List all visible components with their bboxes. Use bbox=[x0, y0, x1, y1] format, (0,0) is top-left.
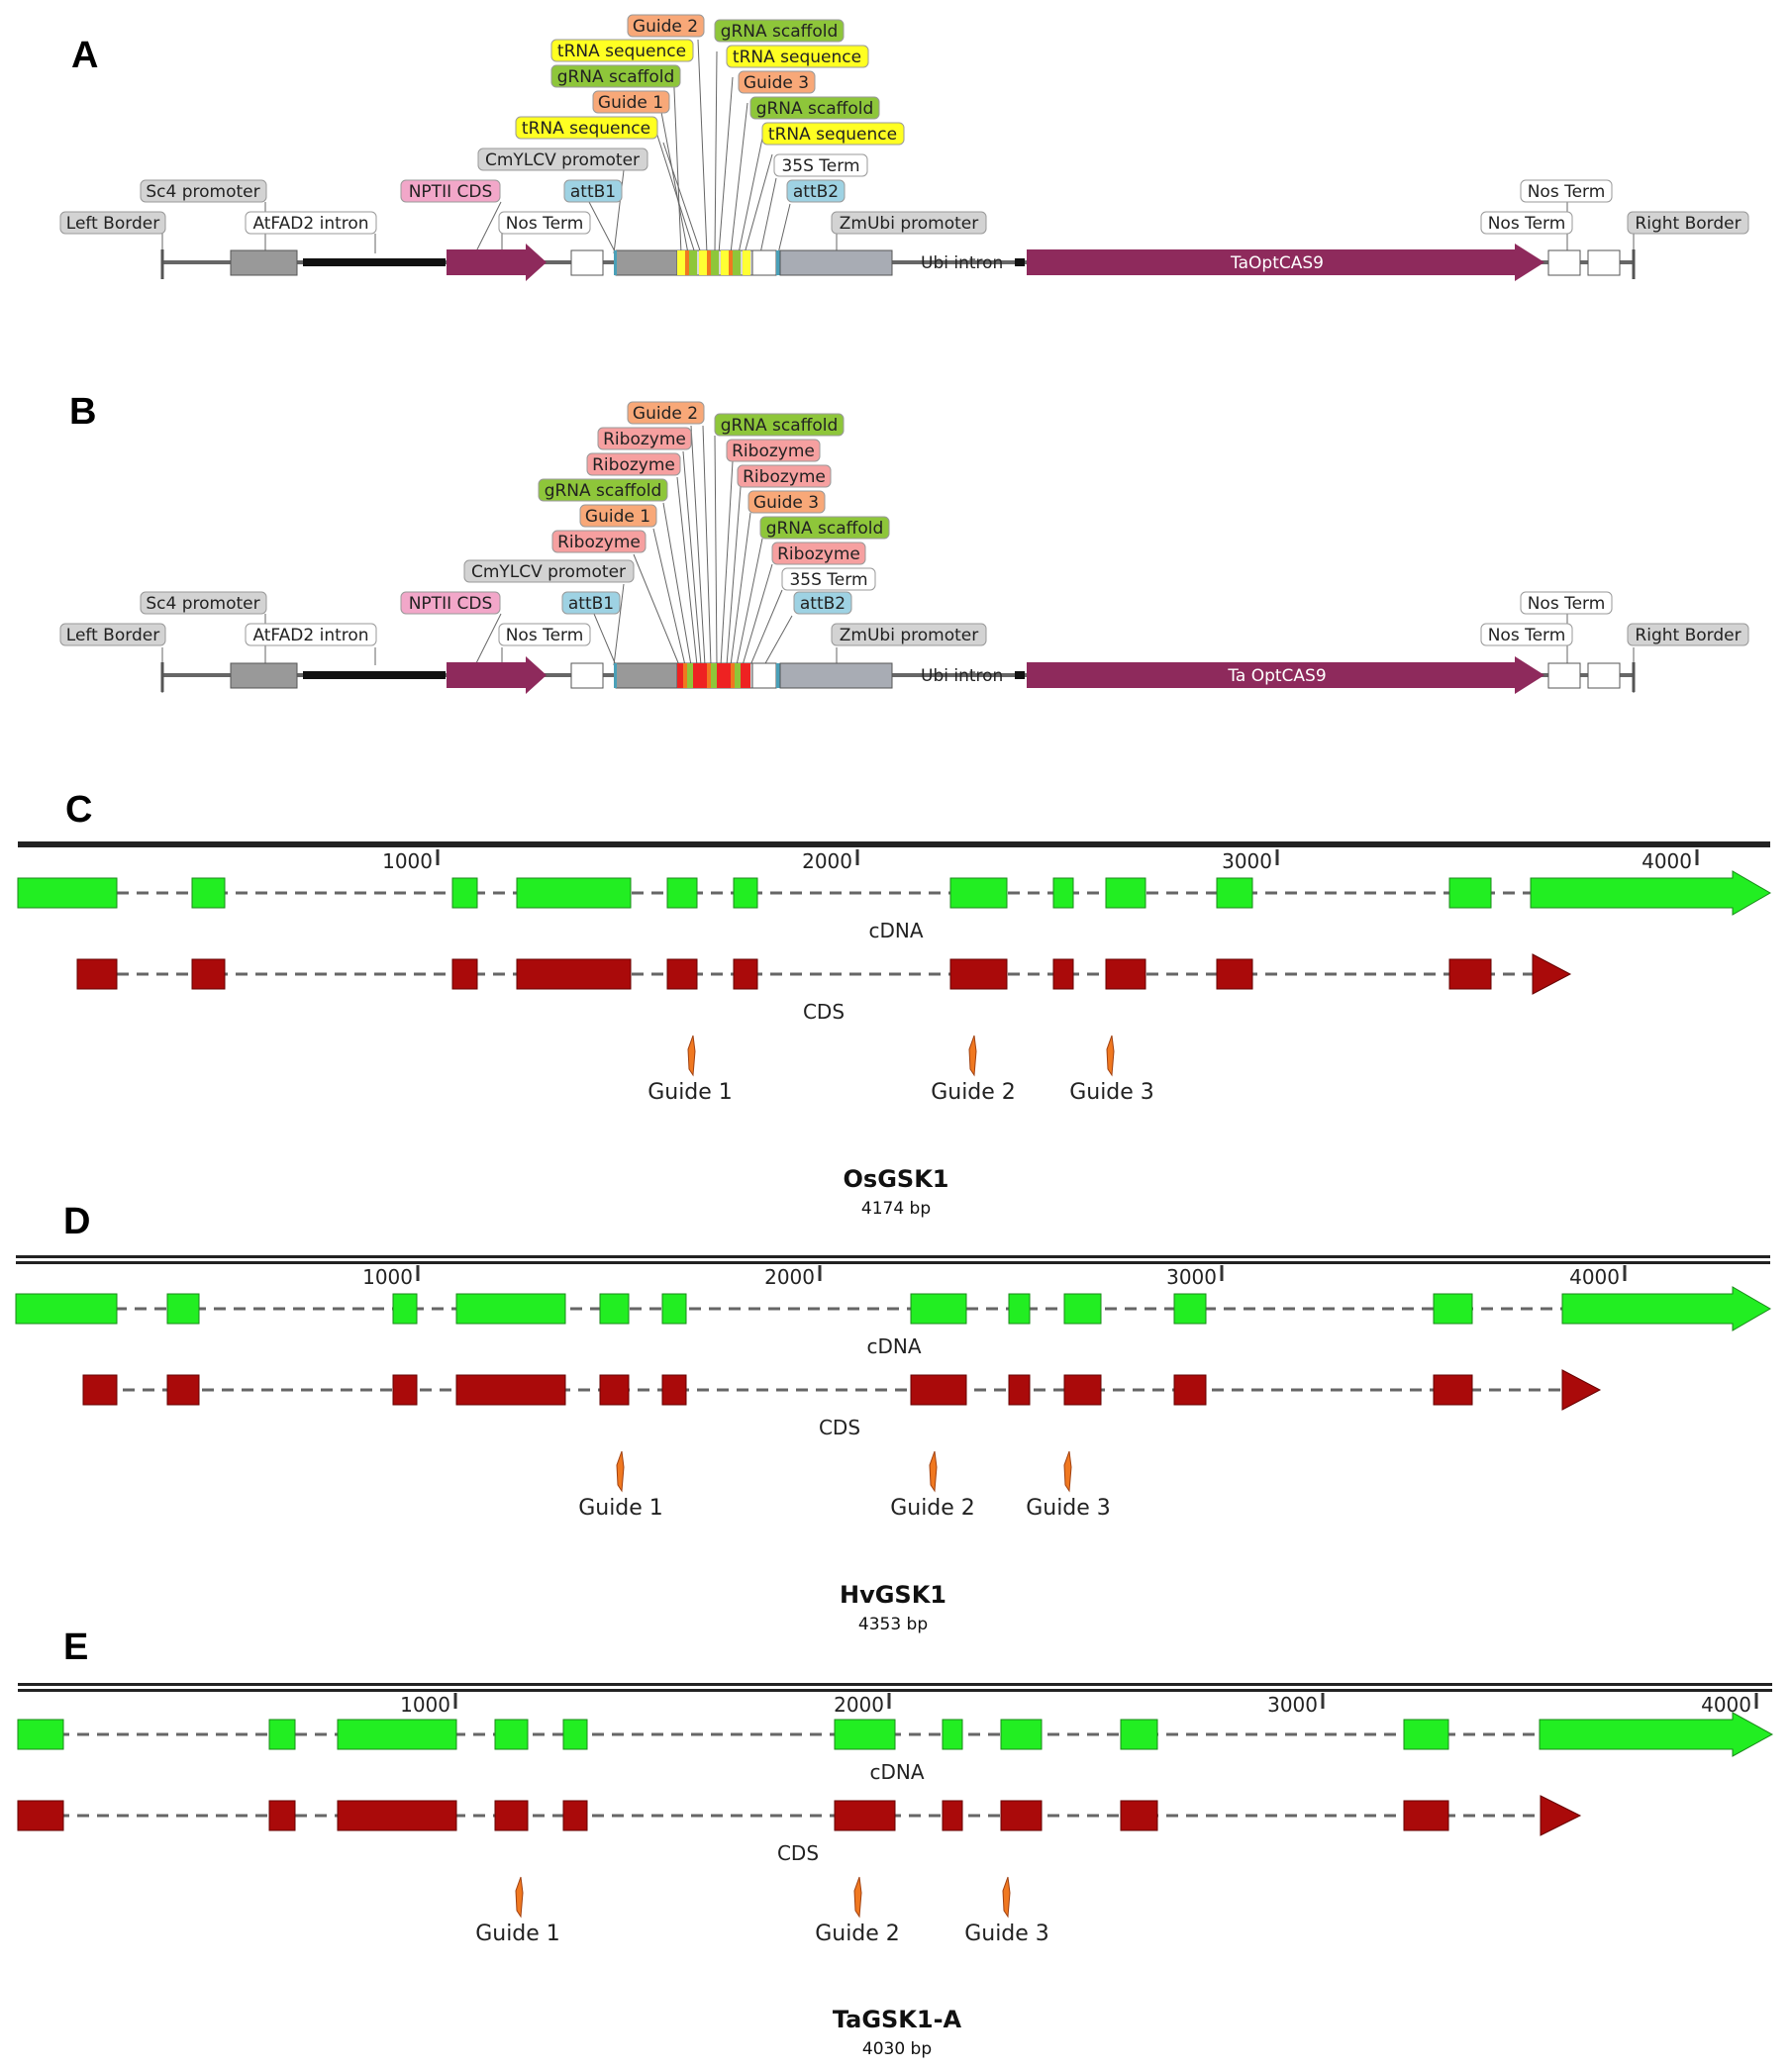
ribozyme-5-label-b: Ribozyme bbox=[743, 467, 826, 487]
guide-1-label-e: Guide 1 bbox=[475, 1922, 560, 1946]
nos-term-2-label-a: Nos Term bbox=[1528, 182, 1606, 202]
grna-3-label-a: gRNA scaffold bbox=[756, 99, 874, 119]
nptii-cds-label-a: NPTII CDS bbox=[409, 182, 493, 202]
ubi-intron-label-b: Ubi intron bbox=[921, 666, 1003, 686]
tick-3000-d: 3000 bbox=[1166, 1265, 1217, 1289]
guide-3-label-c: Guide 3 bbox=[1069, 1080, 1154, 1105]
construct-b: Ta OptCAS9 Ubi intron Left Border Sc4 pr… bbox=[59, 401, 1749, 694]
trna-2-label-a: tRNA sequence bbox=[557, 42, 686, 61]
right-border-label-a: Right Border bbox=[1635, 214, 1741, 234]
sc4-promoter-label-a: Sc4 promoter bbox=[146, 182, 259, 202]
guide-2-label-d: Guide 2 bbox=[890, 1496, 975, 1521]
tick-2000-c: 2000 bbox=[802, 849, 852, 873]
tick-3000-e: 3000 bbox=[1267, 1693, 1318, 1717]
nos-term-1-label-b: Nos Term bbox=[506, 626, 584, 645]
zmubi-promoter-label-b: ZmUbi promoter bbox=[840, 626, 978, 645]
gene-name-c: OsGSK1 bbox=[844, 1165, 949, 1193]
panel-e-letter: E bbox=[63, 1627, 88, 1668]
attb2-label-a: attB2 bbox=[793, 182, 839, 202]
construct-b-labels: Left Border Sc4 promoter AtFAD2 intron N… bbox=[59, 401, 1749, 646]
tick-1000-d: 1000 bbox=[362, 1265, 413, 1289]
cdna-label-c: cDNA bbox=[868, 919, 923, 942]
cas9-label-a: TaOptCAS9 bbox=[1230, 253, 1324, 273]
tick-4000-e: 4000 bbox=[1701, 1693, 1751, 1717]
gene-length-e: 4030 bp bbox=[862, 2039, 932, 2059]
35s-term-label-b: 35S Term bbox=[789, 570, 867, 590]
panel-b-letter: B bbox=[69, 391, 96, 433]
35s-term-label-a: 35S Term bbox=[781, 156, 859, 176]
construct-a: TaOptCAS9 Ubi intron Left Border Sc4 pro… bbox=[59, 14, 1749, 281]
guide-2-label-e: Guide 2 bbox=[815, 1922, 900, 1946]
ribozyme-2-label-b: Ribozyme bbox=[592, 455, 675, 475]
nos-term-2-label-b: Nos Term bbox=[1528, 594, 1606, 614]
zmubi-promoter-label-a: ZmUbi promoter bbox=[840, 214, 978, 234]
grna-3-label-b: gRNA scaffold bbox=[766, 519, 884, 539]
guide-2-label-c: Guide 2 bbox=[931, 1080, 1016, 1105]
atfad2-intron-label-b: AtFAD2 intron bbox=[252, 626, 368, 645]
nos-term-3-label-b: Nos Term bbox=[1488, 626, 1566, 645]
guide-3-label-d: Guide 3 bbox=[1026, 1496, 1111, 1521]
guide-3-label-e: Guide 3 bbox=[964, 1922, 1049, 1946]
left-border-label-b: Left Border bbox=[66, 626, 159, 645]
nptii-cds-label-b: NPTII CDS bbox=[409, 594, 493, 614]
gene-name-e: TaGSK1-A bbox=[833, 2006, 962, 2033]
gene-name-d: HvGSK1 bbox=[840, 1581, 946, 1609]
guide-2-label-a: Guide 2 bbox=[633, 17, 698, 37]
ubi-intron-label-a: Ubi intron bbox=[921, 253, 1003, 273]
cds-label-c: CDS bbox=[803, 1000, 845, 1024]
grna-2-label-a: gRNA scaffold bbox=[721, 22, 839, 42]
guide-1-label-a: Guide 1 bbox=[598, 93, 663, 113]
trna-4-label-a: tRNA sequence bbox=[768, 125, 897, 145]
tick-2000-e: 2000 bbox=[834, 1693, 884, 1717]
cdna-label-d: cDNA bbox=[866, 1334, 921, 1358]
nos-term-3-label-a: Nos Term bbox=[1488, 214, 1566, 234]
ribozyme-1-label-b: Ribozyme bbox=[557, 533, 641, 552]
guide-1-label-d: Guide 1 bbox=[578, 1496, 663, 1521]
tick-4000-c: 4000 bbox=[1642, 849, 1692, 873]
grna-1-label-b: gRNA scaffold bbox=[545, 481, 662, 501]
tick-1000-c: 1000 bbox=[382, 849, 433, 873]
guide-2-label-b: Guide 2 bbox=[633, 404, 698, 424]
cas9-label-b: Ta OptCAS9 bbox=[1227, 666, 1326, 686]
ribozyme-3-label-b: Ribozyme bbox=[603, 430, 686, 449]
guide-1-label-c: Guide 1 bbox=[647, 1080, 733, 1105]
gene-length-c: 4174 bp bbox=[861, 1199, 931, 1219]
tick-2000-d: 2000 bbox=[764, 1265, 815, 1289]
cdna-label-e: cDNA bbox=[869, 1760, 924, 1784]
ribozyme-4-label-b: Ribozyme bbox=[732, 442, 815, 461]
gene-map-hvgsk1: 1000 2000 3000 4000 cDNA bbox=[15, 1255, 1771, 1634]
right-border-label-b: Right Border bbox=[1635, 626, 1741, 645]
panel-d-letter: D bbox=[63, 1201, 90, 1242]
construct-a-labels: Left Border Sc4 promoter AtFAD2 intron N… bbox=[59, 14, 1749, 235]
gene-length-d: 4353 bp bbox=[858, 1615, 928, 1634]
tick-4000-d: 4000 bbox=[1569, 1265, 1620, 1289]
grna-1-label-a: gRNA scaffold bbox=[557, 67, 675, 87]
panel-a-letter: A bbox=[71, 35, 98, 76]
attb2-label-b: attB2 bbox=[800, 594, 846, 614]
cds-label-d: CDS bbox=[819, 1416, 860, 1439]
guide-1-label-b: Guide 1 bbox=[585, 507, 650, 527]
grna-2-label-b: gRNA scaffold bbox=[721, 416, 839, 436]
guide-3-label-a: Guide 3 bbox=[744, 73, 809, 93]
cmylcv-promoter-label-b: CmYLCV promoter bbox=[471, 562, 626, 582]
cmylcv-promoter-label-a: CmYLCV promoter bbox=[485, 150, 640, 170]
atfad2-intron-label-a: AtFAD2 intron bbox=[252, 214, 368, 234]
tick-1000-e: 1000 bbox=[400, 1693, 450, 1717]
gene-map-osgsk1: 1000 2000 3000 4000 cDNA bbox=[17, 841, 1771, 1219]
sc4-promoter-label-b: Sc4 promoter bbox=[146, 594, 259, 614]
left-border-label-a: Left Border bbox=[66, 214, 159, 234]
guide-3-label-b: Guide 3 bbox=[753, 493, 819, 513]
cds-label-e: CDS bbox=[777, 1841, 819, 1865]
trna-3-label-a: tRNA sequence bbox=[733, 48, 861, 67]
nos-term-1-label-a: Nos Term bbox=[506, 214, 584, 234]
tick-3000-c: 3000 bbox=[1222, 849, 1272, 873]
attb1-label-a: attB1 bbox=[570, 182, 616, 202]
panel-c-letter: C bbox=[65, 789, 92, 831]
ribozyme-6-label-b: Ribozyme bbox=[777, 544, 860, 564]
trna-1-label-a: tRNA sequence bbox=[522, 119, 650, 139]
attb1-label-b: attB1 bbox=[568, 594, 614, 614]
gene-map-tagsk1a: 1000 2000 3000 4000 cDNA bbox=[17, 1683, 1774, 2059]
